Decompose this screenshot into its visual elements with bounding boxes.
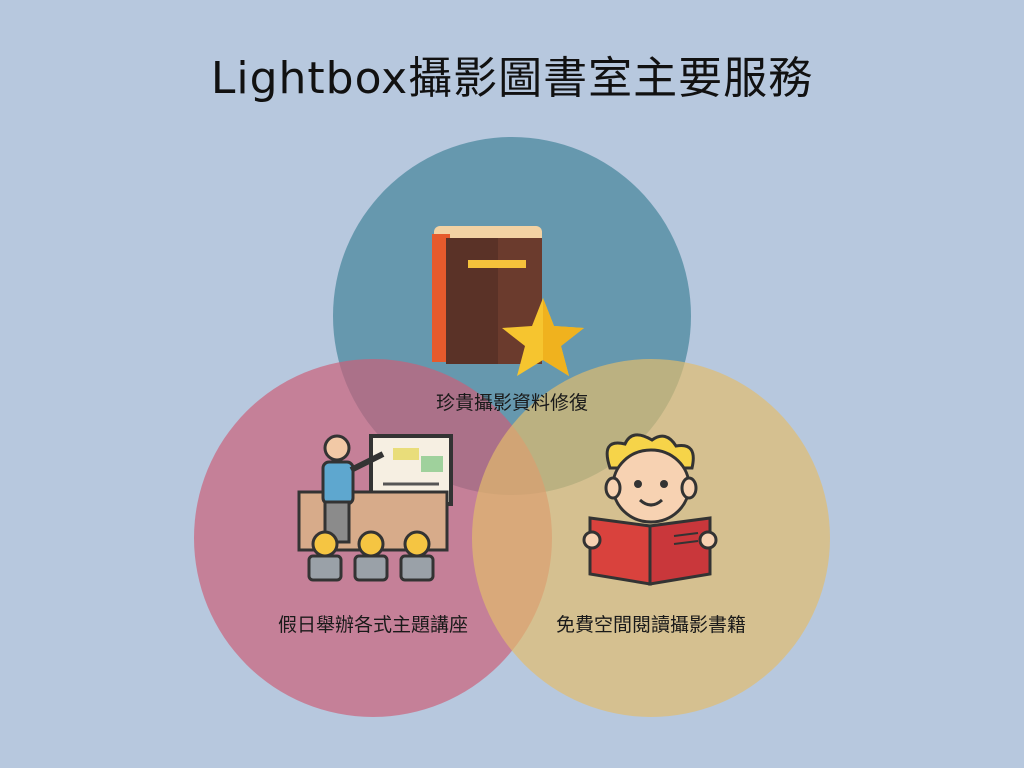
book-star-icon <box>432 226 584 376</box>
lecture-presenter-icon <box>297 434 453 582</box>
left-service-label: 假日舉辦各式主題講座 <box>277 614 469 636</box>
page-title: Lightbox攝影圖書室主要服務 <box>210 53 814 104</box>
right-service-label: 免費空間閱讀攝影書籍 <box>555 614 747 636</box>
top-service-label: 珍貴攝影資料修復 <box>435 392 589 414</box>
reading-boy-icon <box>582 433 718 586</box>
